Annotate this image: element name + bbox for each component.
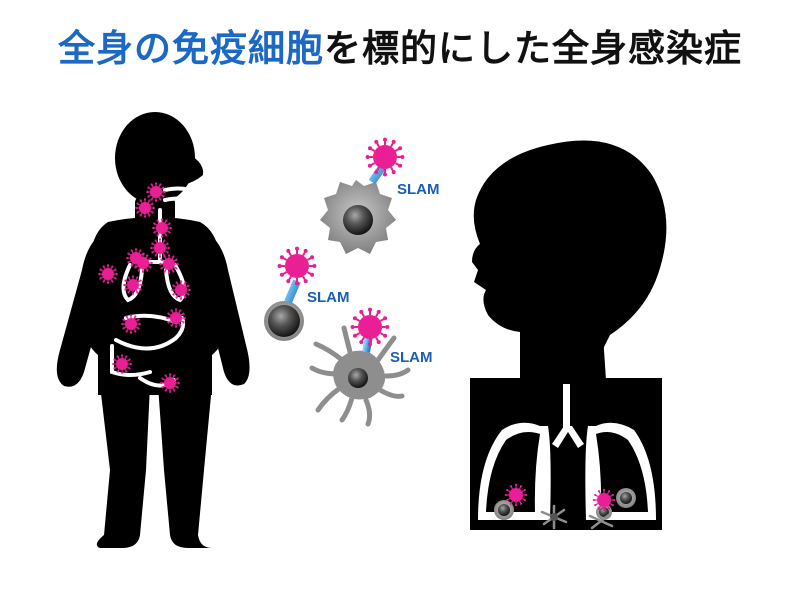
virus-icon [135,198,155,218]
child-silhouette [56,112,250,548]
virus-icon [133,253,153,273]
virus-icon [171,280,191,300]
virus-icon [150,238,170,258]
slam-label-2: SLAM [307,289,350,306]
figure-title: 全身の免疫細胞を標的にした全身感染症 [0,30,800,67]
virus-icon [365,137,405,177]
virus-icon [121,314,141,334]
virus-icon [112,354,132,374]
virus-icon [166,308,186,328]
virus-icon [98,264,118,284]
nucleus-icon [348,368,368,388]
immune-cell-macrophage [320,180,396,254]
nucleus-icon [268,305,300,337]
virus-particles [98,137,616,512]
immune-cell-dendritic [309,325,411,427]
title-highlight: 全身の免疫細胞 [58,27,324,70]
virus-icon [277,246,317,286]
virus-icon [160,373,180,393]
virus-icon [152,218,172,238]
virus-icon [592,488,616,512]
virus-icon [123,275,143,295]
child-organs [110,186,198,388]
immune-cell-lymphocyte [264,301,304,341]
virus-icon [350,307,390,347]
virus-icon [159,254,179,274]
nucleus-icon [343,205,373,235]
title-rest: を標的にした全身感染症 [324,27,742,70]
virus-icon [146,182,166,202]
slam-label-3: SLAM [390,349,433,366]
slam-label-1: SLAM [397,181,440,198]
virus-icon [504,483,528,507]
